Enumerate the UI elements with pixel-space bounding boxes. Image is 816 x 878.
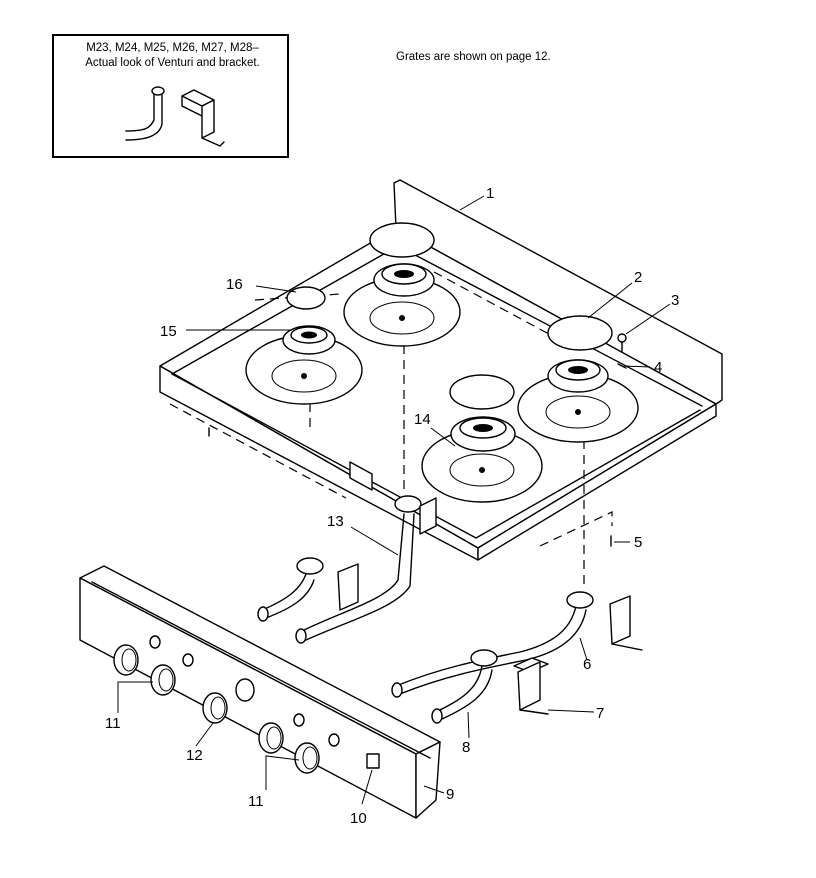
knob-11-a — [113, 644, 139, 676]
knob-11-c — [258, 722, 284, 754]
panel-hole — [182, 653, 194, 667]
burner-head-left-front — [282, 325, 336, 355]
venturi-tube-left-short — [257, 557, 359, 622]
callout-6: 6 — [583, 656, 591, 673]
callout-4: 4 — [654, 359, 662, 376]
ignition-switch-10 — [366, 753, 380, 769]
callout-13: 13 — [327, 513, 344, 530]
callout-1: 1 — [486, 185, 494, 202]
callout-10: 10 — [350, 810, 367, 827]
callout-5: 5 — [634, 534, 642, 551]
venturi-bracket-7 — [513, 657, 549, 715]
grates-note: Grates are shown on page 12. — [396, 51, 551, 63]
venturi-note-box: M23, M24, M25, M26, M27, M28– Actual loo… — [52, 34, 289, 158]
clip-part-4 — [617, 363, 627, 369]
callout-12: 12 — [186, 747, 203, 764]
note-description-line: Actual look of Venturi and bracket. — [85, 57, 260, 69]
burner-cap-left-rear — [369, 222, 435, 258]
callout-11-right: 11 — [248, 793, 264, 810]
screw-part-3 — [617, 333, 627, 353]
callout-2: 2 — [634, 269, 642, 286]
callout-8: 8 — [462, 739, 470, 756]
knob-11-d — [294, 742, 320, 774]
note-models-line: M23, M24, M25, M26, M27, M28– — [86, 42, 259, 54]
venturi-bracket-illustration — [125, 86, 225, 147]
callout-9: 9 — [446, 786, 454, 803]
venturi-tube-8 — [431, 649, 498, 724]
burner-head-left-rear — [373, 263, 435, 297]
callout-16: 16 — [226, 276, 243, 293]
callout-15: 15 — [160, 323, 177, 340]
leader-lines — [117, 195, 671, 805]
panel-hole — [293, 713, 305, 727]
cooktop-body — [159, 179, 723, 561]
burner-pan-right-front — [421, 429, 543, 503]
knob-12 — [202, 692, 228, 724]
venturi-tube-13 — [295, 495, 437, 644]
burner-cap-left-front — [286, 286, 326, 310]
burner-head-right-front — [450, 416, 516, 452]
burner-cap-right-front — [449, 374, 515, 410]
panel-hole — [235, 678, 255, 702]
callout-labels: 1 2 3 4 5 6 7 8 9 10 11 12 11 13 14 15 1… — [105, 185, 679, 827]
callout-11-left: 11 — [105, 715, 121, 732]
callout-7: 7 — [596, 705, 604, 722]
panel-hole — [328, 733, 340, 747]
venturi-tube-6 — [391, 591, 643, 698]
burner-cap-right-rear — [547, 315, 613, 351]
panel-hole — [149, 635, 161, 649]
control-panel — [79, 565, 441, 819]
callout-14: 14 — [414, 411, 431, 428]
control-knobs — [113, 635, 380, 774]
callout-3: 3 — [671, 292, 679, 309]
knob-11-b — [150, 664, 176, 696]
burner-head-right-rear — [547, 359, 609, 393]
